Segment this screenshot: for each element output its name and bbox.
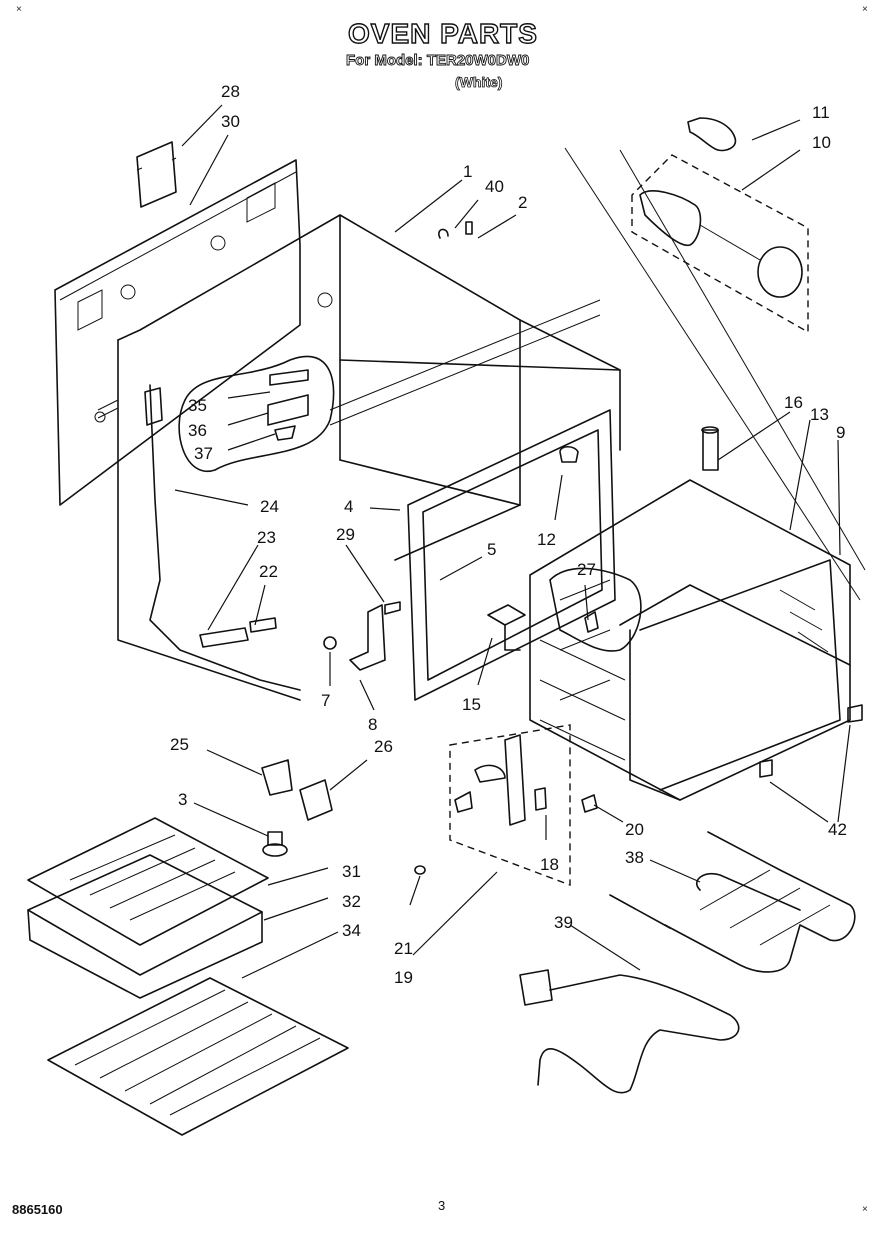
part-2-screw: [465, 221, 473, 235]
callout-31: 31: [342, 862, 361, 881]
corner-mark-top-right: ×: [862, 4, 868, 15]
part-42-clips: [759, 704, 863, 778]
callout-9: 9: [836, 423, 845, 442]
callout-30: 30: [221, 112, 240, 131]
part-27-inset: [549, 567, 642, 652]
part-30-rear-panel: [54, 159, 333, 506]
callout-24: 24: [260, 497, 279, 516]
callout-23: 23: [257, 528, 276, 547]
callout-11: 11: [812, 103, 830, 122]
callout-40: 40: [485, 177, 504, 196]
color-line: (White): [455, 74, 503, 91]
part-22-23-sensor: [199, 617, 277, 648]
leader-lines: [174, 104, 851, 979]
model-line: For Model: TER20W0DW0: [346, 52, 530, 70]
part-40-clip: [438, 228, 449, 239]
callout-37: 37: [194, 444, 213, 463]
guide-line-b: [619, 149, 866, 571]
part-25-clip: [261, 759, 293, 796]
callout-10: 10: [812, 133, 831, 152]
corner-mark-bottom-right: ×: [862, 1204, 868, 1215]
callout-21: 21: [394, 939, 413, 958]
callout-2: 2: [518, 193, 527, 212]
part-32-broiler-pan: [27, 854, 263, 999]
callout-labels: 28 30 1 40 2 11 10 16 13 9 12 35 36 37 2…: [170, 82, 847, 987]
part-21-spring: [414, 865, 426, 875]
part-19-latch-assembly: [449, 724, 571, 887]
page-number: 3: [438, 1198, 446, 1213]
callout-22: 22: [259, 562, 278, 581]
callout-36: 36: [188, 421, 207, 440]
callout-1: 1: [463, 162, 472, 181]
callout-27: 27: [577, 560, 596, 579]
callout-26: 26: [374, 737, 393, 756]
part-31-broiler-grid: [27, 817, 269, 946]
callout-18: 18: [540, 855, 559, 874]
part-3-leveling-leg: [262, 831, 288, 857]
callout-12: 12: [537, 530, 556, 549]
part-38-broil-element: [609, 831, 856, 973]
part-12-button: [559, 445, 579, 463]
guide-line-a: [564, 147, 861, 601]
callout-32: 32: [342, 892, 361, 911]
callout-7: 7: [321, 691, 330, 710]
callout-15: 15: [462, 695, 481, 714]
part-34-oven-rack: [47, 977, 349, 1136]
callout-4: 4: [344, 497, 353, 516]
callout-20: 20: [625, 820, 644, 839]
callout-25: 25: [170, 735, 189, 754]
callout-13: 13: [810, 405, 829, 424]
part-20-screw: [581, 794, 598, 813]
part-39-bake-element: [519, 969, 740, 1094]
part-7-8-29-bracket: [323, 601, 401, 671]
callout-38: 38: [625, 848, 644, 867]
corner-mark-top-left: ×: [16, 4, 22, 15]
callout-34: 34: [342, 921, 361, 940]
part-26-block: [299, 779, 333, 821]
part-16-vent-tube: [701, 426, 719, 471]
callout-8: 8: [368, 715, 377, 734]
callout-28: 28: [221, 82, 240, 101]
page-title: OVEN PARTS: [347, 17, 538, 49]
callout-19: 19: [394, 968, 413, 987]
part-10-light-assembly: [631, 154, 809, 334]
part-4-front-frame: [407, 409, 616, 701]
callout-16: 16: [784, 393, 803, 412]
parts-35-36-37-inset: [178, 355, 335, 473]
part-15-bracket: [487, 604, 526, 651]
part-28-plate: [136, 141, 177, 208]
callout-35: 35: [188, 396, 207, 415]
callout-39: 39: [554, 913, 573, 932]
part-11-bulb: [687, 117, 737, 152]
callout-5: 5: [487, 540, 496, 559]
document-code: 8865160: [12, 1202, 63, 1217]
part-24-wire-harness: [144, 384, 301, 691]
callout-29: 29: [336, 525, 355, 544]
part-1-oven-frame: [117, 214, 621, 701]
part-9-13-oven-liner: [529, 479, 851, 801]
callout-3: 3: [178, 790, 187, 809]
callout-42: 42: [828, 820, 847, 839]
